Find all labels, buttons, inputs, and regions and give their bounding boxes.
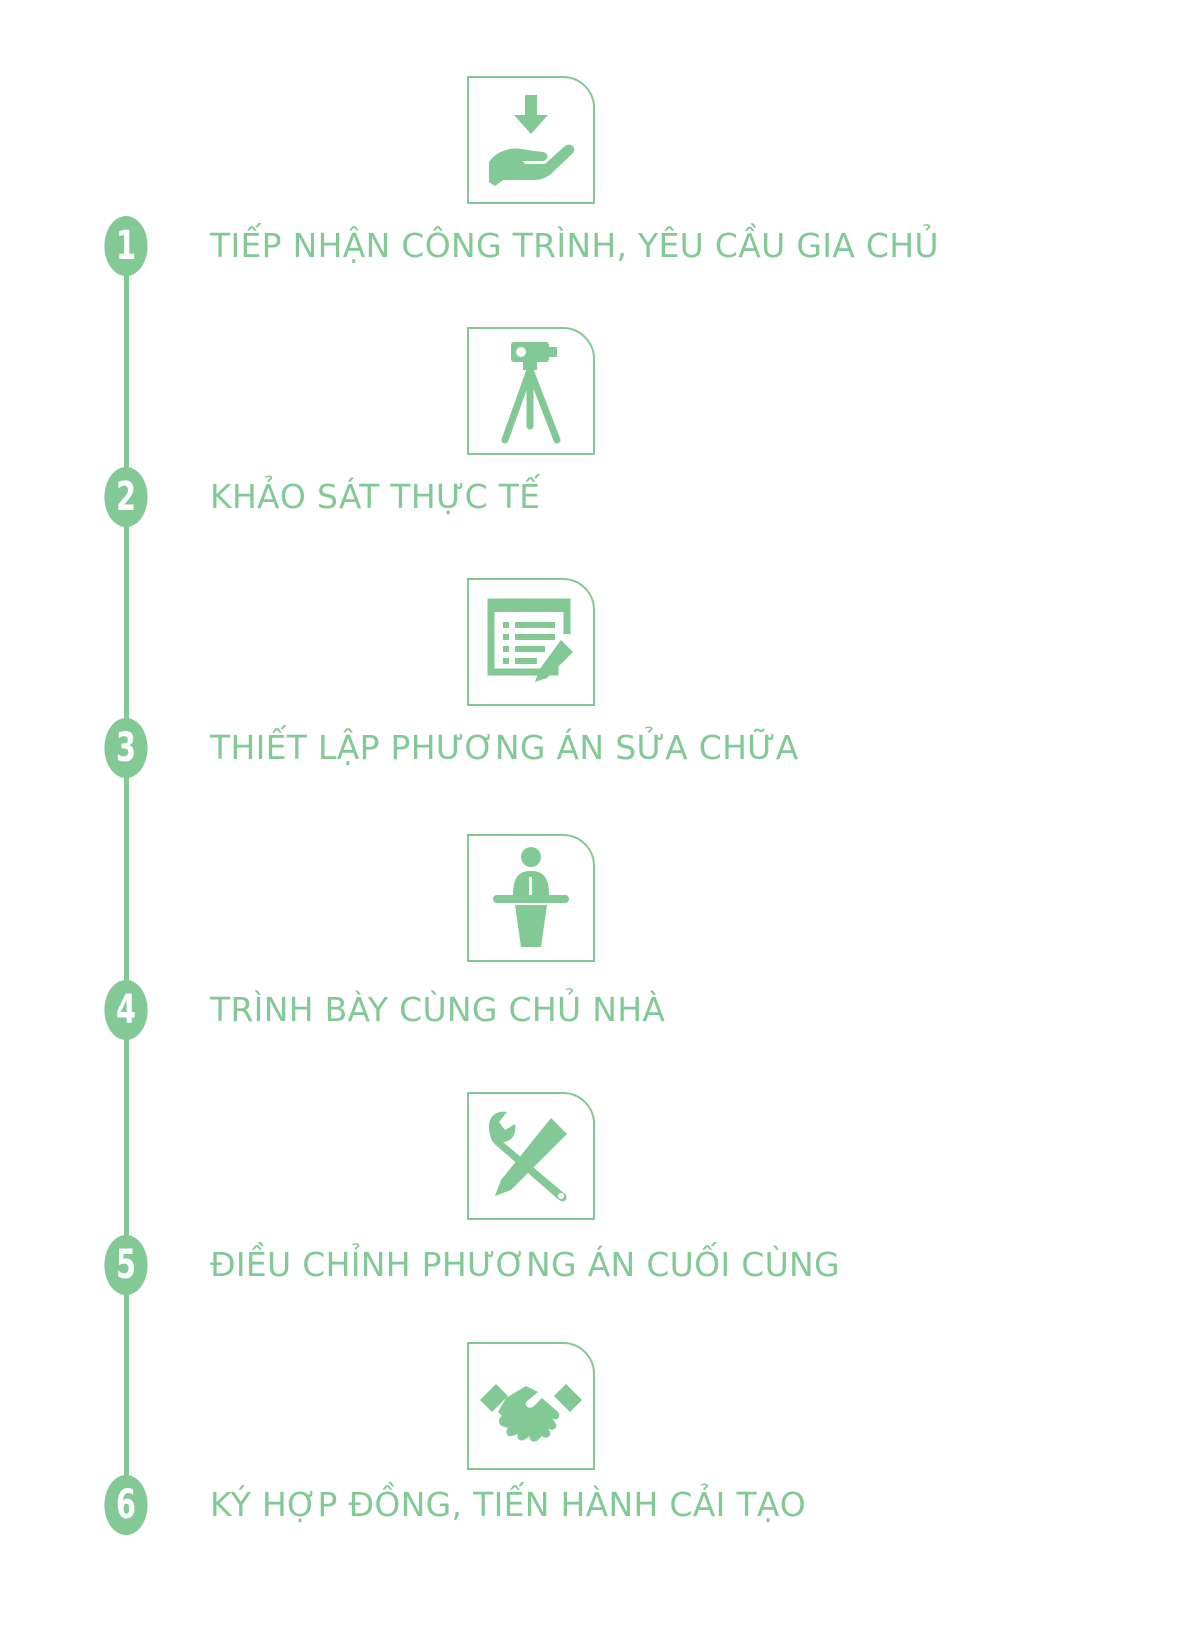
step-2-icon-box <box>467 327 595 455</box>
hand-receive-download-icon <box>489 95 575 186</box>
step-4-title: TRÌNH BÀY CÙNG CHỦ NHÀ <box>210 990 666 1029</box>
step-6-icon-box <box>467 1342 595 1470</box>
plan-document-pencil-icon <box>487 598 573 682</box>
step-2-number: 2 <box>104 467 148 527</box>
step-5-title: ĐIỀU CHỈNH PHƯƠNG ÁN CUỐI CÙNG <box>210 1245 840 1284</box>
step-2-title: KHẢO SÁT THỰC TẾ <box>210 477 541 516</box>
step-5-number: 5 <box>104 1235 148 1295</box>
step-1-icon-box <box>467 76 595 204</box>
step-4-icon-box <box>467 834 595 962</box>
step-5-icon-box <box>467 1092 595 1220</box>
step-6-title: KÝ HỢP ĐỒNG, TIẾN HÀNH CẢI TẠO <box>210 1485 807 1524</box>
step-3-number: 3 <box>104 718 148 778</box>
step-4-number: 4 <box>104 980 148 1040</box>
survey-tripod-camera-icon <box>501 342 561 444</box>
presenter-podium-icon <box>493 847 569 947</box>
step-3-title: THIẾT LẬP PHƯƠNG ÁN SỬA CHỮA <box>210 728 799 767</box>
timeline-line <box>124 246 129 1525</box>
step-1-title: TIẾP NHẬN CÔNG TRÌNH, YÊU CẦU GIA CHỦ <box>210 226 939 265</box>
step-6-number: 6 <box>104 1475 148 1535</box>
step-3-icon-box <box>467 578 595 706</box>
wrench-pencil-tools-icon <box>489 1111 567 1202</box>
step-1-number: 1 <box>104 216 148 276</box>
handshake-icon <box>480 1384 582 1442</box>
